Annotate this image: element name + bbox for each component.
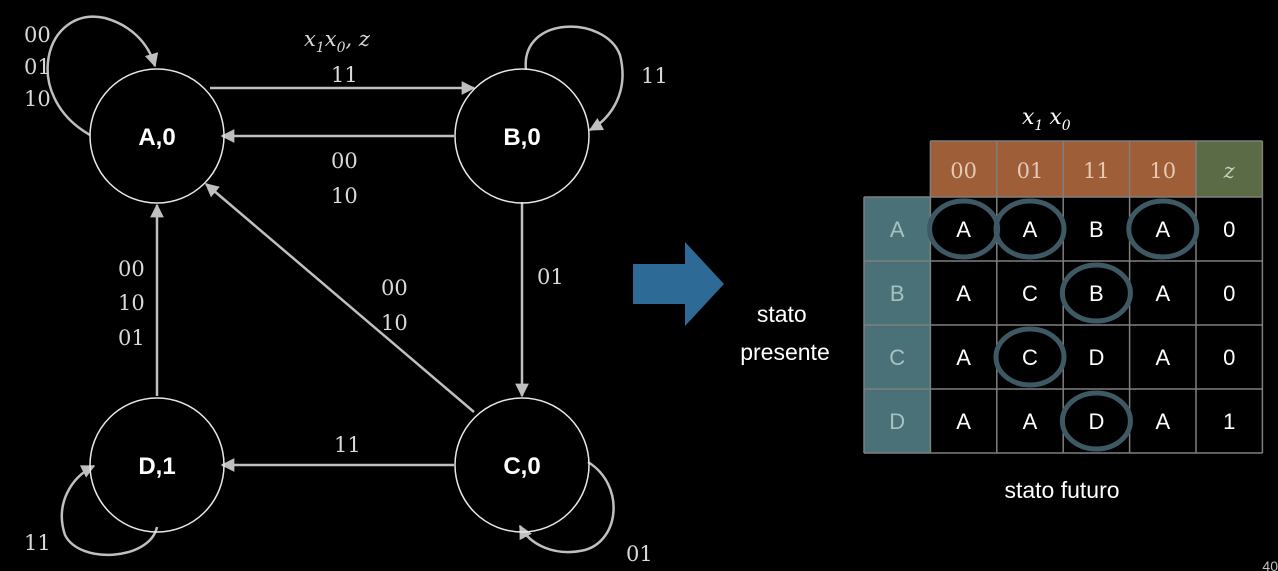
state-node-c: C,0 [454, 397, 590, 533]
label-a-self-loop: 00 01 10 [24, 23, 57, 111]
edge-c-self-loop [518, 460, 615, 554]
label-b-to-a: 00 10 [331, 149, 364, 208]
label-d-to-a: 00 10 01 [118, 257, 151, 350]
label-c-to-d: 11 [334, 433, 361, 457]
label-b-to-c: 01 [537, 265, 564, 289]
io-legend: x1x0, z [304, 27, 371, 56]
output-cell: 0 [1223, 281, 1235, 306]
label-c-to-a: 00 10 [381, 276, 414, 335]
input-header-cell: 01 [1017, 159, 1044, 183]
input-header-cell: 10 [1149, 159, 1176, 183]
next-state-cell: A [1023, 409, 1038, 434]
label-b-self-loop: 11 [641, 64, 668, 88]
edge-c-to-a [204, 183, 475, 413]
stable-state-circle [993, 326, 1067, 388]
label-c-self-loop: 01 [626, 542, 653, 566]
row-state-label: D [889, 409, 905, 434]
row-title: stato presente [740, 301, 830, 365]
next-state-cell: A [1155, 345, 1170, 370]
label-a-to-b: 11 [331, 63, 358, 87]
output-cell: 0 [1223, 345, 1235, 370]
output-cell: 0 [1223, 217, 1235, 242]
next-state-cell: A [1155, 217, 1170, 242]
state-node-c-label: C,0 [503, 453, 540, 480]
state-node-a-label: A,0 [138, 124, 175, 151]
edge-a-self-loop [46, 15, 159, 137]
stable-state-circle [1126, 198, 1200, 260]
stable-state-circle [993, 198, 1067, 260]
output-cell: 1 [1223, 409, 1235, 434]
output-header-bg [1196, 141, 1263, 197]
next-state-cell: A [1155, 409, 1170, 434]
state-node-b-label: B,0 [503, 124, 540, 151]
next-state-cell: A [956, 281, 971, 306]
next-state-cell: D [1088, 409, 1104, 434]
stable-state-circle [1059, 390, 1133, 452]
next-state-cell: A [956, 409, 971, 434]
output-header-cell: z [1223, 159, 1236, 183]
next-state-cell: C [1022, 345, 1038, 370]
next-state-cell: B [1089, 217, 1104, 242]
state-node-a: A,0 [89, 68, 225, 204]
next-state-cell: A [1023, 217, 1038, 242]
stable-state-circle [1059, 262, 1133, 324]
edge-b-self-loop [524, 25, 624, 132]
next-state-cell: B [1089, 281, 1104, 306]
bottom-title: stato futuro [1004, 477, 1119, 503]
page-number: 40 [1262, 558, 1278, 571]
state-graph: A,0 B,0 C,0 D,1 x1x0, z 00 01 10 11 00 1… [24, 15, 668, 566]
next-state-cell: C [1022, 281, 1038, 306]
row-state-label: C [889, 345, 905, 370]
input-header-cell: 00 [950, 159, 977, 183]
state-node-b: B,0 [454, 68, 590, 204]
row-state-label: B [890, 281, 905, 306]
state-node-d-label: D,1 [138, 453, 175, 480]
next-state-cell: D [1088, 345, 1104, 370]
state-node-d: D,1 [89, 397, 225, 533]
label-d-self-loop: 11 [24, 531, 51, 555]
next-state-cell: A [1155, 281, 1170, 306]
transform-arrow-icon [633, 242, 724, 326]
input-header-cell: 11 [1083, 159, 1110, 183]
row-state-label: A [890, 217, 905, 242]
edge-d-self-loop [60, 464, 159, 557]
next-state-cell: A [956, 217, 971, 242]
next-state-cell: A [956, 345, 971, 370]
